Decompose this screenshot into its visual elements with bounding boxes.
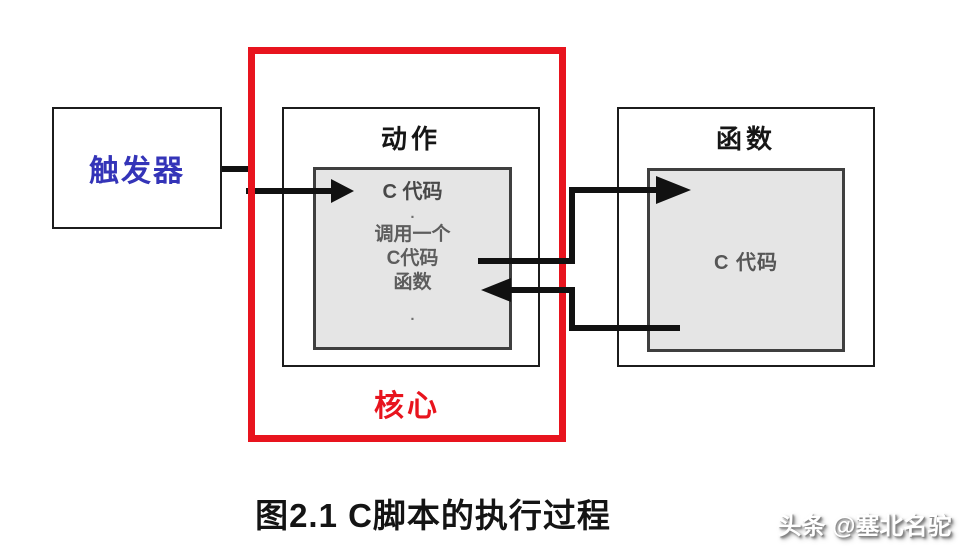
watermark: 头条 @塞北名驼 — [777, 513, 952, 540]
figure-caption: 图2.1 C脚本的执行过程 — [255, 497, 611, 534]
ellipsis-dot: . — [410, 205, 415, 222]
trigger-arrow-segment — [246, 188, 332, 194]
core-group-box — [248, 47, 566, 442]
action-title: 动作 — [380, 124, 441, 154]
ellipsis-dot: . — [410, 307, 415, 324]
arrow-right-icon — [331, 179, 354, 203]
return-arrow-segment — [510, 287, 575, 293]
function-title: 函数 — [715, 124, 776, 154]
code-line: C 代码 — [382, 181, 443, 203]
call-arrow-segment — [478, 258, 575, 264]
trigger-box: 触发器 — [52, 107, 222, 229]
trigger-label: 触发器 — [89, 155, 185, 188]
return-arrow-segment — [569, 287, 575, 331]
core-label: 核心 — [374, 390, 440, 423]
call-arrow-segment — [569, 187, 575, 264]
arrow-right-icon — [656, 176, 691, 204]
code-line: C代码 — [386, 248, 439, 269]
call-arrow-segment — [569, 187, 657, 193]
code-line: 函数 — [393, 272, 432, 293]
function-code-label: C 代码 — [714, 251, 778, 274]
code-line: 调用一个 — [374, 224, 451, 245]
arrow-left-icon — [481, 278, 511, 302]
trigger-arrow-segment — [222, 166, 250, 172]
function-code-block: C 代码 — [647, 168, 845, 352]
return-arrow-segment — [572, 325, 680, 331]
